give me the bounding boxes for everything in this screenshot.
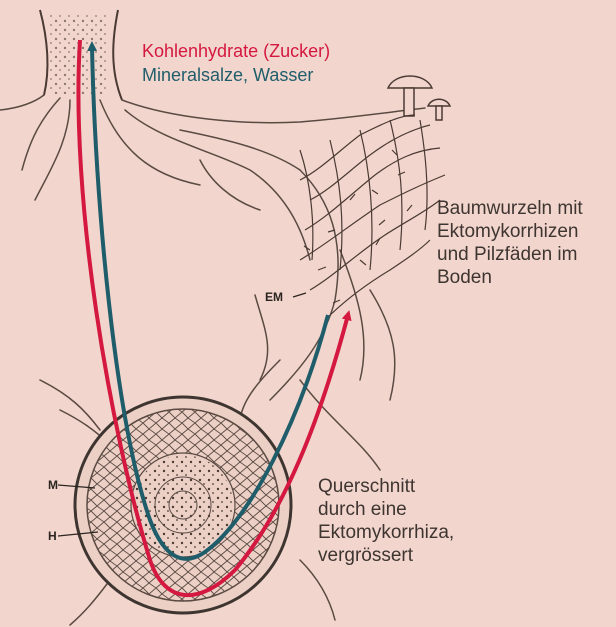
roots-label-line: Boden (437, 266, 583, 289)
hyphae-network (300, 115, 445, 320)
cross-section-label: Querschnitt durch eine Ektomykorrhiza, v… (318, 475, 454, 567)
cross-section-label-line: durch eine (318, 498, 454, 521)
cross-section (75, 397, 291, 613)
h-label: H (48, 529, 57, 543)
mushrooms (388, 76, 450, 120)
cross-section-label-line: vergrössert (318, 544, 454, 567)
roots-label-line: Ektomykorrhizen (437, 220, 583, 243)
roots-label: Baumwurzeln mit Ektomykorrhizen und Pilz… (437, 197, 583, 289)
m-label: M (48, 478, 58, 492)
roots-label-line: Baumwurzeln mit (437, 197, 583, 220)
em-label: EM (265, 290, 283, 304)
legend-carbohydrates: Kohlenhydrate (Zucker) (142, 40, 330, 62)
cross-section-label-line: Querschnitt (318, 475, 454, 498)
cross-section-label-line: Ektomykorrhiza, (318, 521, 454, 544)
legend-minerals: Mineralsalze, Wasser (142, 64, 313, 86)
roots-label-line: und Pilzfäden im (437, 243, 583, 266)
